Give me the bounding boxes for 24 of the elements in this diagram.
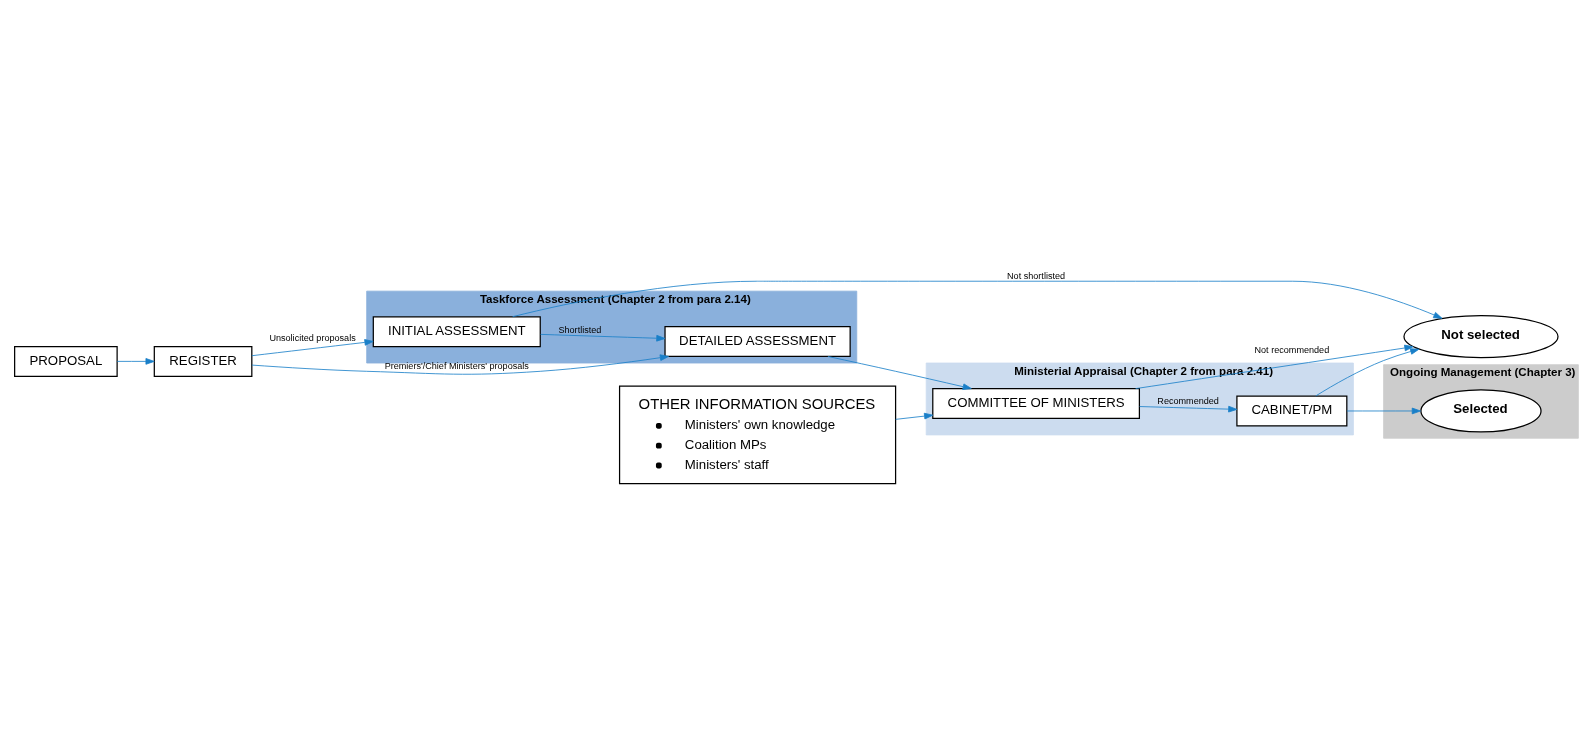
node-box: DETAILED ASSESSMENT [664, 326, 851, 358]
edge-label: Not shortlisted [1007, 270, 1066, 281]
node-box: OTHER INFORMATION SOURCES Ministers' own knowledge Coalition MPs Ministers' staff [618, 385, 897, 485]
arrow [512, 280, 1443, 319]
arrow [1139, 405, 1238, 413]
node-box: COMMITTEE OF MINISTERS [932, 388, 1140, 420]
arrow [116, 358, 155, 365]
edge-label: Recommended [1157, 396, 1219, 407]
arrow [251, 339, 374, 357]
node-box: PROPOSAL [14, 345, 118, 377]
node-box: INITIAL ASSESSMENT [372, 316, 541, 348]
node-ellipse: Selected [1420, 389, 1542, 433]
arrow [1135, 344, 1414, 390]
arrow [1315, 348, 1420, 397]
node-box: REGISTER [153, 345, 253, 377]
edge-label: Unsolicited proposals [269, 333, 356, 344]
arrow [895, 412, 934, 420]
edge-label: Not recommended [1254, 344, 1330, 355]
arrow [540, 333, 666, 342]
arrow [251, 354, 669, 375]
node-box: CABINET/PM [1236, 395, 1348, 427]
arrow [827, 356, 972, 390]
edge-label: Shortlisted [558, 325, 602, 336]
arrow [1346, 407, 1421, 415]
